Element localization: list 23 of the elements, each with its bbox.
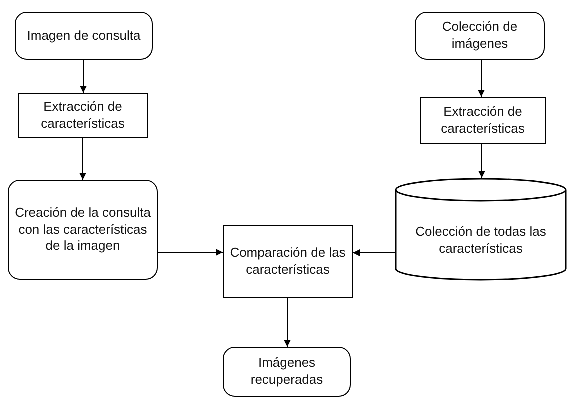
database-cylinder [395, 178, 567, 281]
arrow [80, 138, 86, 180]
rounded-box [15, 12, 153, 60]
arrow [158, 249, 224, 256]
rounded-box [415, 12, 545, 60]
node-text: Comparación de las características [229, 244, 347, 278]
process-box [223, 225, 353, 298]
node-text: Colección de imágenes [441, 19, 519, 53]
node-text: Extracción de características [440, 104, 526, 138]
arrow [352, 250, 396, 256]
arrow [284, 298, 291, 348]
rounded-box [223, 347, 351, 397]
node-text: Extracción de características [40, 98, 126, 132]
arrow [478, 60, 485, 98]
arrow [478, 144, 486, 178]
node-text: Imagen de consulta [26, 28, 142, 44]
node-text: Imágenes recuperadas [250, 355, 324, 389]
arrow [80, 60, 87, 94]
process-box [420, 97, 546, 144]
node-text: Creación de la consulta con las características de la imagen [14, 204, 152, 256]
node-text: Colección de todas las características [414, 222, 548, 258]
process-box [18, 93, 148, 138]
rounded-box [8, 180, 158, 280]
